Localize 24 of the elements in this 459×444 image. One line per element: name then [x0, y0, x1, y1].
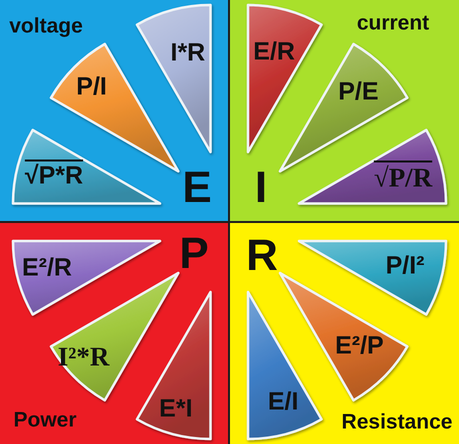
- formula-text: √P/R: [374, 164, 432, 192]
- formula-text: P/E: [338, 80, 379, 105]
- quantity-name: Power: [13, 410, 77, 430]
- quantity-name: current: [356, 12, 430, 34]
- formula-text: I*R: [170, 40, 206, 66]
- quadrant-panel: [0, 223, 228, 444]
- formula-text: P/I: [76, 74, 107, 100]
- quantity-name: voltage: [9, 16, 83, 36]
- formula-text: E²/P: [335, 333, 384, 358]
- formula-text: E/R: [253, 40, 295, 65]
- quantity-letter: E: [182, 166, 212, 210]
- formula-text: P/I²: [386, 253, 424, 278]
- quantity-letter: I: [254, 166, 268, 210]
- quantity-name: Resistance: [342, 412, 452, 432]
- formula-text: E²/R: [22, 255, 72, 280]
- quadrant-panel: [230, 223, 459, 444]
- formula-text: I²*R: [58, 343, 110, 370]
- quantity-letter: R: [246, 234, 278, 278]
- quantity-letter: P: [179, 232, 209, 276]
- formula-text: √P*R: [24, 164, 84, 189]
- formula-text: E*I: [159, 396, 193, 422]
- formula-text: E/I: [268, 389, 298, 414]
- quadrant-panel: [230, 0, 459, 221]
- quadrant-panel: [0, 0, 228, 221]
